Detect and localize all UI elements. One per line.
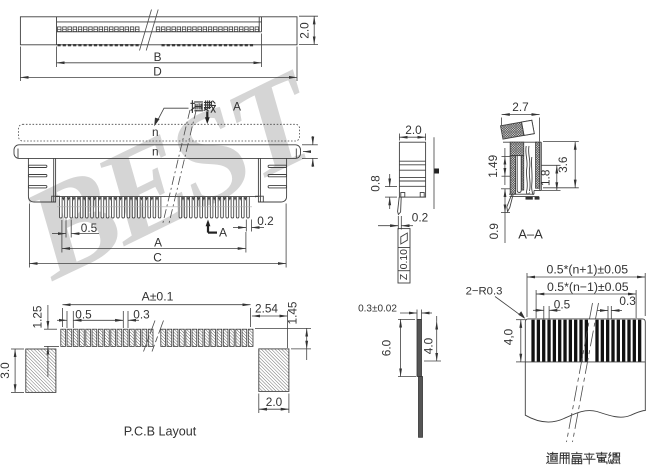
svg-text:0.3: 0.3 <box>619 294 636 308</box>
svg-text:0.10: 0.10 <box>399 249 410 269</box>
svg-text:0.5*(n−1)±0.05: 0.5*(n−1)±0.05 <box>547 280 629 294</box>
svg-text:2.54: 2.54 <box>255 301 278 315</box>
svg-text:A: A <box>219 226 227 240</box>
svg-text:A: A <box>154 236 162 250</box>
svg-text:3.6: 3.6 <box>556 156 570 173</box>
svg-text:0.3±0.02: 0.3±0.02 <box>358 304 397 315</box>
svg-text:0.2: 0.2 <box>257 214 273 228</box>
svg-text:3.0: 3.0 <box>0 362 12 379</box>
svg-text:2.0: 2.0 <box>298 22 312 39</box>
svg-text:C: C <box>153 251 162 265</box>
svg-text:Z: Z <box>399 273 410 280</box>
svg-text:A–A: A–A <box>518 226 543 241</box>
svg-text:B: B <box>154 50 162 64</box>
svg-text:A: A <box>233 100 241 114</box>
svg-text:2.0: 2.0 <box>405 123 422 137</box>
svg-text:4.0: 4.0 <box>422 337 436 354</box>
svg-text:2.0: 2.0 <box>266 395 283 409</box>
svg-text:1.49: 1.49 <box>486 155 500 178</box>
svg-text:0.8: 0.8 <box>369 175 383 192</box>
svg-text:D: D <box>153 65 162 79</box>
svg-text:1.25: 1.25 <box>31 305 45 328</box>
svg-text:0.5: 0.5 <box>554 298 571 312</box>
svg-text:2.7: 2.7 <box>512 100 528 114</box>
svg-text:n: n <box>152 125 159 139</box>
svg-text:0.3: 0.3 <box>133 308 150 322</box>
svg-text:0.5: 0.5 <box>75 308 92 322</box>
svg-text:0.5*(n+1)±0.05: 0.5*(n+1)±0.05 <box>546 262 628 276</box>
svg-text:0.5: 0.5 <box>81 221 98 235</box>
svg-text:2−R0.3: 2−R0.3 <box>466 286 503 298</box>
svg-text:A±0.1: A±0.1 <box>142 290 174 304</box>
svg-text:0.2: 0.2 <box>412 211 428 225</box>
svg-text:1.8: 1.8 <box>538 169 552 186</box>
svg-text:6.0: 6.0 <box>380 339 394 356</box>
svg-text:0.9: 0.9 <box>487 223 501 239</box>
svg-text:4,0: 4,0 <box>502 328 516 345</box>
svg-text:1.45: 1.45 <box>286 301 300 324</box>
svg-text:n: n <box>152 145 159 159</box>
svg-text:P.C.B Layout: P.C.B Layout <box>124 425 197 439</box>
svg-text:BEST: BEST <box>1 42 343 308</box>
